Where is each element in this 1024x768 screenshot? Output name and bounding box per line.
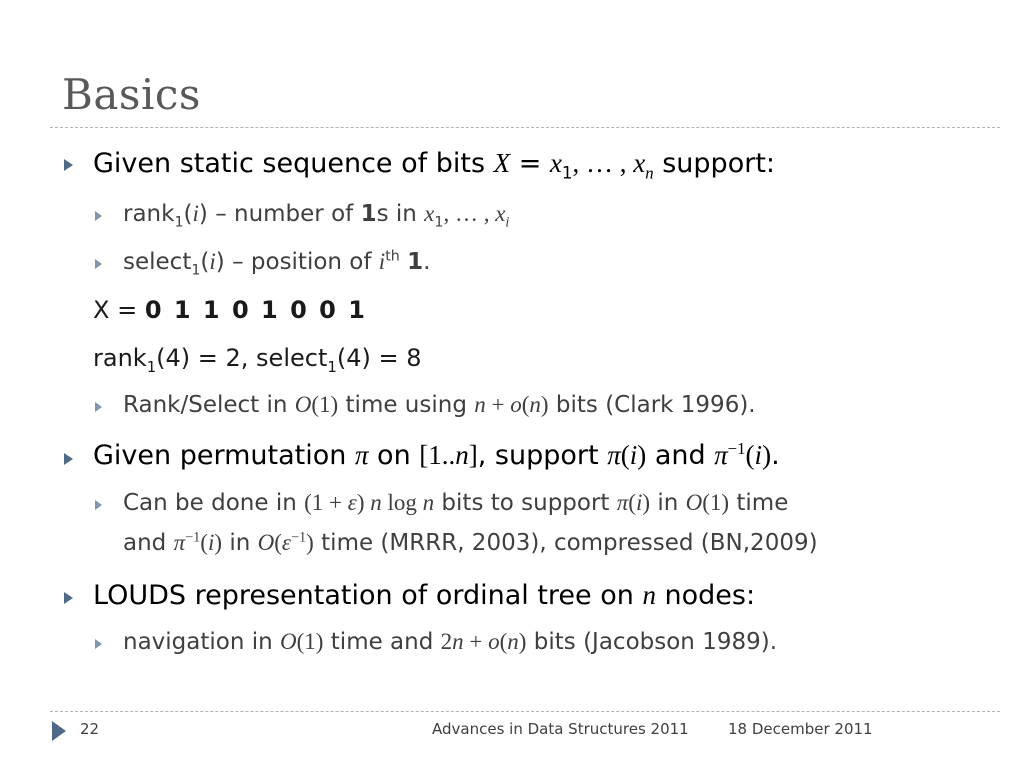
sub-bullet-arrow-icon [95, 639, 102, 649]
bullet-arrow-icon [64, 453, 73, 465]
rank-select-example: rank1(4) = 2, select1(4) = 8 [93, 344, 422, 376]
footer-arrow-icon [52, 721, 66, 741]
bullet-static-bits: Given static sequence of bits X = x1, … … [93, 148, 775, 183]
footer-course: Advances in Data Structures 2011 [432, 720, 689, 738]
bullet-arrow-icon [64, 592, 73, 604]
footer-date: 18 December 2011 [728, 720, 873, 738]
sub-bullet-arrow-icon [95, 211, 102, 221]
sub-bullet-permutation-bits: Can be done in (1 + ε) n log n bits to s… [123, 490, 789, 516]
title-divider [50, 127, 1000, 128]
bullet-arrow-icon [64, 159, 73, 171]
footer-divider [50, 711, 1000, 712]
sub-bullet-select: select1(i) – position of ith 1. [123, 248, 431, 279]
bullet-permutation: Given permutation π on [1..n], support π… [93, 439, 780, 471]
sub-bullet-clark: Rank/Select in O(1) time using n + o(n) … [123, 392, 756, 418]
slide-number: 22 [80, 720, 100, 738]
sub-bullet-navigation: navigation in O(1) time and 2n + o(n) bi… [123, 629, 778, 655]
bit-sequence-example: X = 0 1 1 0 1 0 0 1 [93, 296, 367, 324]
sub-bullet-arrow-icon [95, 500, 102, 510]
sub-bullet-rank: rank1(i) – number of 1s in x1, … , xi [123, 201, 510, 231]
sub-bullet-arrow-icon [95, 259, 102, 269]
sub-bullet-arrow-icon [95, 402, 102, 412]
bullet-louds: LOUDS representation of ordinal tree on … [93, 580, 756, 611]
sub-bullet-permutation-bits-continued: and π−1(i) in O(ε−1) time (MRRR, 2003), … [123, 529, 818, 556]
slide-title: Basics [62, 70, 201, 119]
